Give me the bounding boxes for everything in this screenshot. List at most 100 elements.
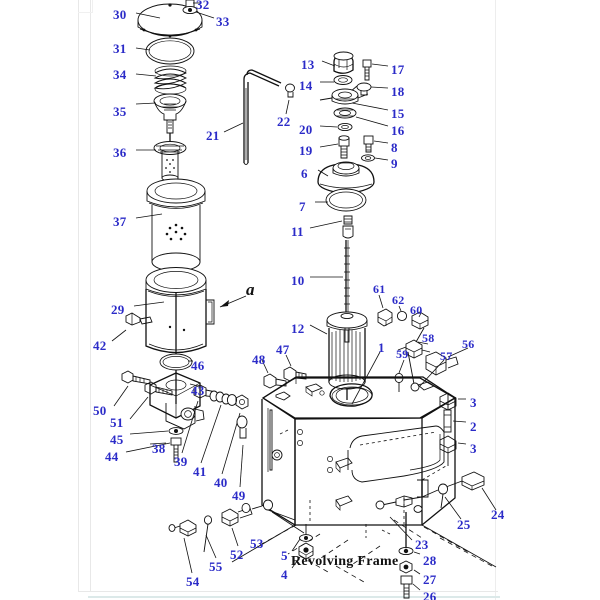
leader-24 — [481, 487, 497, 511]
callout-29: 29 — [111, 302, 125, 317]
part-43-valve-block — [149, 372, 205, 430]
leader-35 — [135, 102, 157, 105]
callout-15: 15 — [391, 106, 405, 121]
callout-45: 45 — [110, 432, 124, 447]
callout-58: 58 — [422, 331, 435, 345]
callout-54: 54 — [186, 574, 200, 589]
leader-2 — [452, 420, 467, 423]
leader-37 — [135, 213, 163, 219]
leader-4 — [291, 556, 301, 569]
callout-32: 32 — [196, 0, 210, 12]
part-48-bolt — [263, 373, 287, 389]
callout-60: 60 — [410, 303, 423, 317]
part-31-o-ring — [145, 37, 195, 65]
part-14-washer — [333, 75, 353, 85]
part-36-small-strainer — [153, 141, 187, 182]
callout-34: 34 — [113, 67, 127, 82]
leader-15 — [351, 102, 389, 111]
callout-30: 30 — [113, 7, 127, 22]
leader-25 — [444, 496, 462, 520]
leader-41 — [200, 404, 222, 464]
part-35-relief-valve — [153, 93, 187, 141]
leader-11 — [309, 220, 343, 229]
leader-54 — [183, 537, 193, 574]
callout-22: 22 — [277, 114, 291, 129]
callout-8: 8 — [391, 140, 398, 155]
callout-6: 6 — [301, 166, 308, 181]
leader-5 — [291, 538, 301, 552]
callout-16: 16 — [391, 123, 405, 138]
part-11-dipstick-cap — [342, 215, 354, 239]
part-34-spring — [153, 65, 188, 95]
part-61-bracket — [377, 308, 393, 327]
callout-12: 12 — [291, 321, 305, 336]
part-52-fitting — [221, 502, 263, 527]
callout-51: 51 — [110, 415, 124, 430]
part-46-o-ring — [159, 353, 193, 371]
leader-23 — [389, 516, 413, 541]
page-border-left-line — [78, 0, 79, 592]
callout-10: 10 — [291, 273, 305, 288]
callout-59: 59 — [396, 347, 409, 361]
leader-51 — [129, 396, 149, 420]
part-62-ball — [396, 310, 408, 322]
callout-9: 9 — [391, 156, 398, 171]
part-4-drain-plug — [298, 542, 314, 560]
callout-27: 27 — [423, 572, 437, 587]
part-16-washer — [333, 107, 357, 119]
callout-28: 28 — [423, 553, 437, 568]
part-29-filter-case — [125, 267, 215, 404]
callout-44: 44 — [105, 449, 119, 464]
part-15-gasket-assembly — [319, 88, 369, 105]
callout-18: 18 — [391, 84, 405, 99]
part-38-washer — [168, 427, 184, 435]
part-17-bolt — [362, 59, 372, 81]
callout-33: 33 — [216, 14, 230, 29]
part-40-fitting — [235, 394, 249, 410]
leader-55 — [205, 534, 217, 559]
leader-52 — [231, 527, 239, 547]
callout-17: 17 — [391, 62, 405, 77]
leader-58 — [417, 341, 429, 345]
callout-20: 20 — [299, 122, 313, 137]
callout-1: 1 — [378, 340, 385, 355]
leader-53 — [271, 511, 305, 534]
leader-47 — [285, 354, 292, 367]
leader-20 — [319, 125, 338, 128]
part-59-pin — [394, 372, 404, 392]
leader-59 — [398, 359, 405, 374]
part-45-bolt — [144, 381, 173, 396]
callout-25: 25 — [457, 517, 471, 532]
callout-23: 23 — [415, 537, 429, 552]
part-57-rod — [407, 351, 420, 392]
page-border-inner-line — [90, 0, 91, 592]
part-20-small-ring — [337, 122, 353, 132]
callout-35: 35 — [113, 104, 127, 119]
part-6-filler-cover — [317, 161, 375, 195]
leader-19 — [319, 143, 339, 148]
leader-61 — [378, 294, 384, 309]
leader-31 — [135, 47, 151, 51]
part-18-fitting — [349, 82, 372, 96]
callout-52: 52 — [230, 547, 244, 562]
callout-62: 62 — [392, 293, 405, 307]
leader-13 — [321, 60, 336, 67]
part-19-stud — [338, 135, 350, 159]
callout-39: 39 — [174, 454, 188, 469]
part-49-elbow — [236, 415, 248, 439]
leader-3b — [457, 442, 467, 445]
page-border-bottom-line — [78, 591, 498, 592]
part-37-filter-element — [146, 178, 206, 272]
part-28-washer — [398, 512, 414, 556]
callout-46: 46 — [191, 358, 205, 373]
part-9-washer — [361, 154, 375, 162]
leader-49 — [239, 444, 244, 488]
part-51-bolt — [121, 370, 151, 385]
leader-44 — [125, 442, 171, 453]
callout-24: 24 — [491, 507, 505, 522]
tank-filler-opening — [329, 383, 373, 407]
callout-36: 36 — [113, 145, 127, 160]
part-54-fitting — [168, 519, 197, 537]
